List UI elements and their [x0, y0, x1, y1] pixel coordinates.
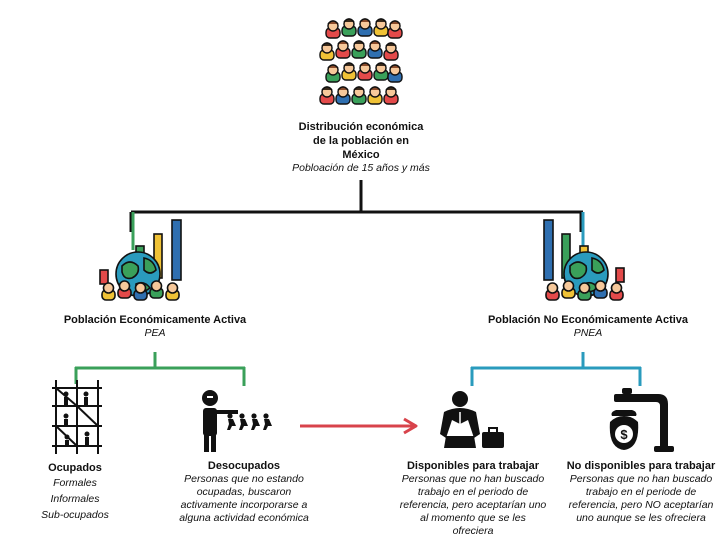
desocupados-desc-line-1: Personas que no estando [184, 473, 304, 485]
ocupados-item-1: Formales [53, 477, 97, 489]
no-disponibles-desc-line-2: trabajo en el periode de [585, 486, 697, 498]
ocupados-title: Ocupados [48, 462, 102, 474]
disponibles-desc-line-2: trabajo en el periodo de [417, 486, 529, 498]
pea-node: Población Económicamente Activa PEA [45, 313, 265, 340]
root-subtitle: Pobloación de 15 años y más [292, 162, 430, 174]
pnea-node: Población No Económicamente Activa PNEA [478, 313, 698, 340]
pointing-boss-icon [202, 390, 272, 452]
disponibles-desc-line-1: Personas que no han buscado [401, 473, 545, 485]
svg-text:$: $ [620, 427, 628, 442]
root-title-line-2: de la población en [313, 135, 409, 147]
desocupados-desc-line-2: ocupadas, buscaron [196, 486, 292, 498]
sad-worker-icon [440, 391, 504, 448]
root-node: Distribución económica de la población e… [261, 120, 461, 175]
no-disponibles-desc-line-4: uno aunque se les ofreciera [576, 512, 706, 524]
crowd-icon [319, 18, 403, 105]
root-title-line-1: Distribución económica [298, 121, 424, 133]
no-disponibles-desc-line-1: Personas que no han buscado [569, 473, 713, 485]
disponibles-node: Disponibles para trabajar Personas que n… [383, 459, 563, 538]
globe-chart-icon [543, 219, 625, 301]
desocupados-title: Desocupados [207, 460, 281, 472]
disponibles-desc-line-4: al momento que se les [420, 512, 526, 524]
desocupados-desc-line-4: alguna actividad económica [179, 512, 309, 524]
globe-chart-icon [99, 219, 182, 301]
pea-title: Población Económicamente Activa [63, 314, 247, 326]
desocupados-desc-line-3: activamente incorporarse a [180, 499, 308, 511]
pnea-abbr: PNEA [573, 327, 603, 339]
money-faucet-icon: $ [609, 388, 674, 452]
disponibles-title: Disponibles para trabajar [406, 460, 540, 472]
ocupados-item-3: Sub-ocupados [41, 509, 109, 521]
ocupados-item-2: Informales [50, 493, 100, 505]
ocupados-node: Ocupados Formales Informales Sub-ocupado… [20, 461, 130, 523]
no-disponibles-title: No disponibles para trabajar [566, 460, 716, 472]
scaffold-workers-icon [52, 380, 102, 454]
pnea-title: Población No Económicamente Activa [487, 314, 689, 326]
no-disponibles-desc-line-3: referencia, pero NO aceptarían [568, 499, 714, 511]
arrow-icon [300, 417, 418, 435]
desocupados-node: Desocupados Personas que no estando ocup… [164, 459, 324, 525]
pea-abbr: PEA [144, 327, 166, 339]
disponibles-desc-line-5: ofreciera [452, 525, 494, 537]
root-title-line-3: México [342, 149, 380, 161]
no-disponibles-node: No disponibles para trabajar Personas qu… [561, 459, 721, 525]
disponibles-desc-line-3: referencia, pero aceptarían uno [399, 499, 547, 511]
